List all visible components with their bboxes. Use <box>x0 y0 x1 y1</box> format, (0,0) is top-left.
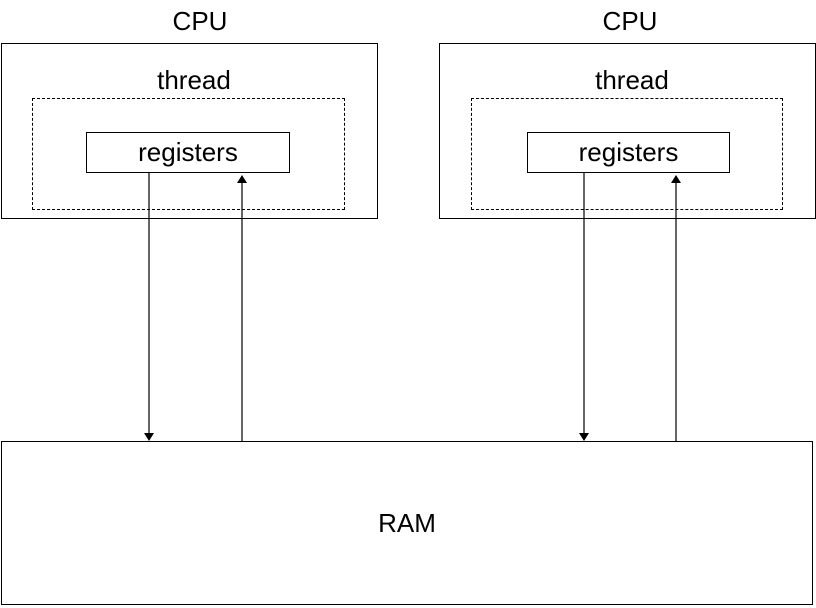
thread-dashed-box <box>32 98 345 210</box>
ram-box: RAM <box>1 441 813 605</box>
cpu-label: CPU <box>172 6 228 36</box>
ram-label: RAM <box>378 507 436 538</box>
thread-dashed-box <box>471 98 783 210</box>
thread-label: thread <box>157 65 231 95</box>
registers-box: registers <box>86 132 290 173</box>
registers-label: registers <box>578 137 679 167</box>
thread-label: thread <box>595 65 669 95</box>
cpu-label: CPU <box>602 6 658 36</box>
registers-box: registers <box>527 132 730 173</box>
cpu-box <box>1 43 378 219</box>
registers-label: registers <box>138 137 238 167</box>
